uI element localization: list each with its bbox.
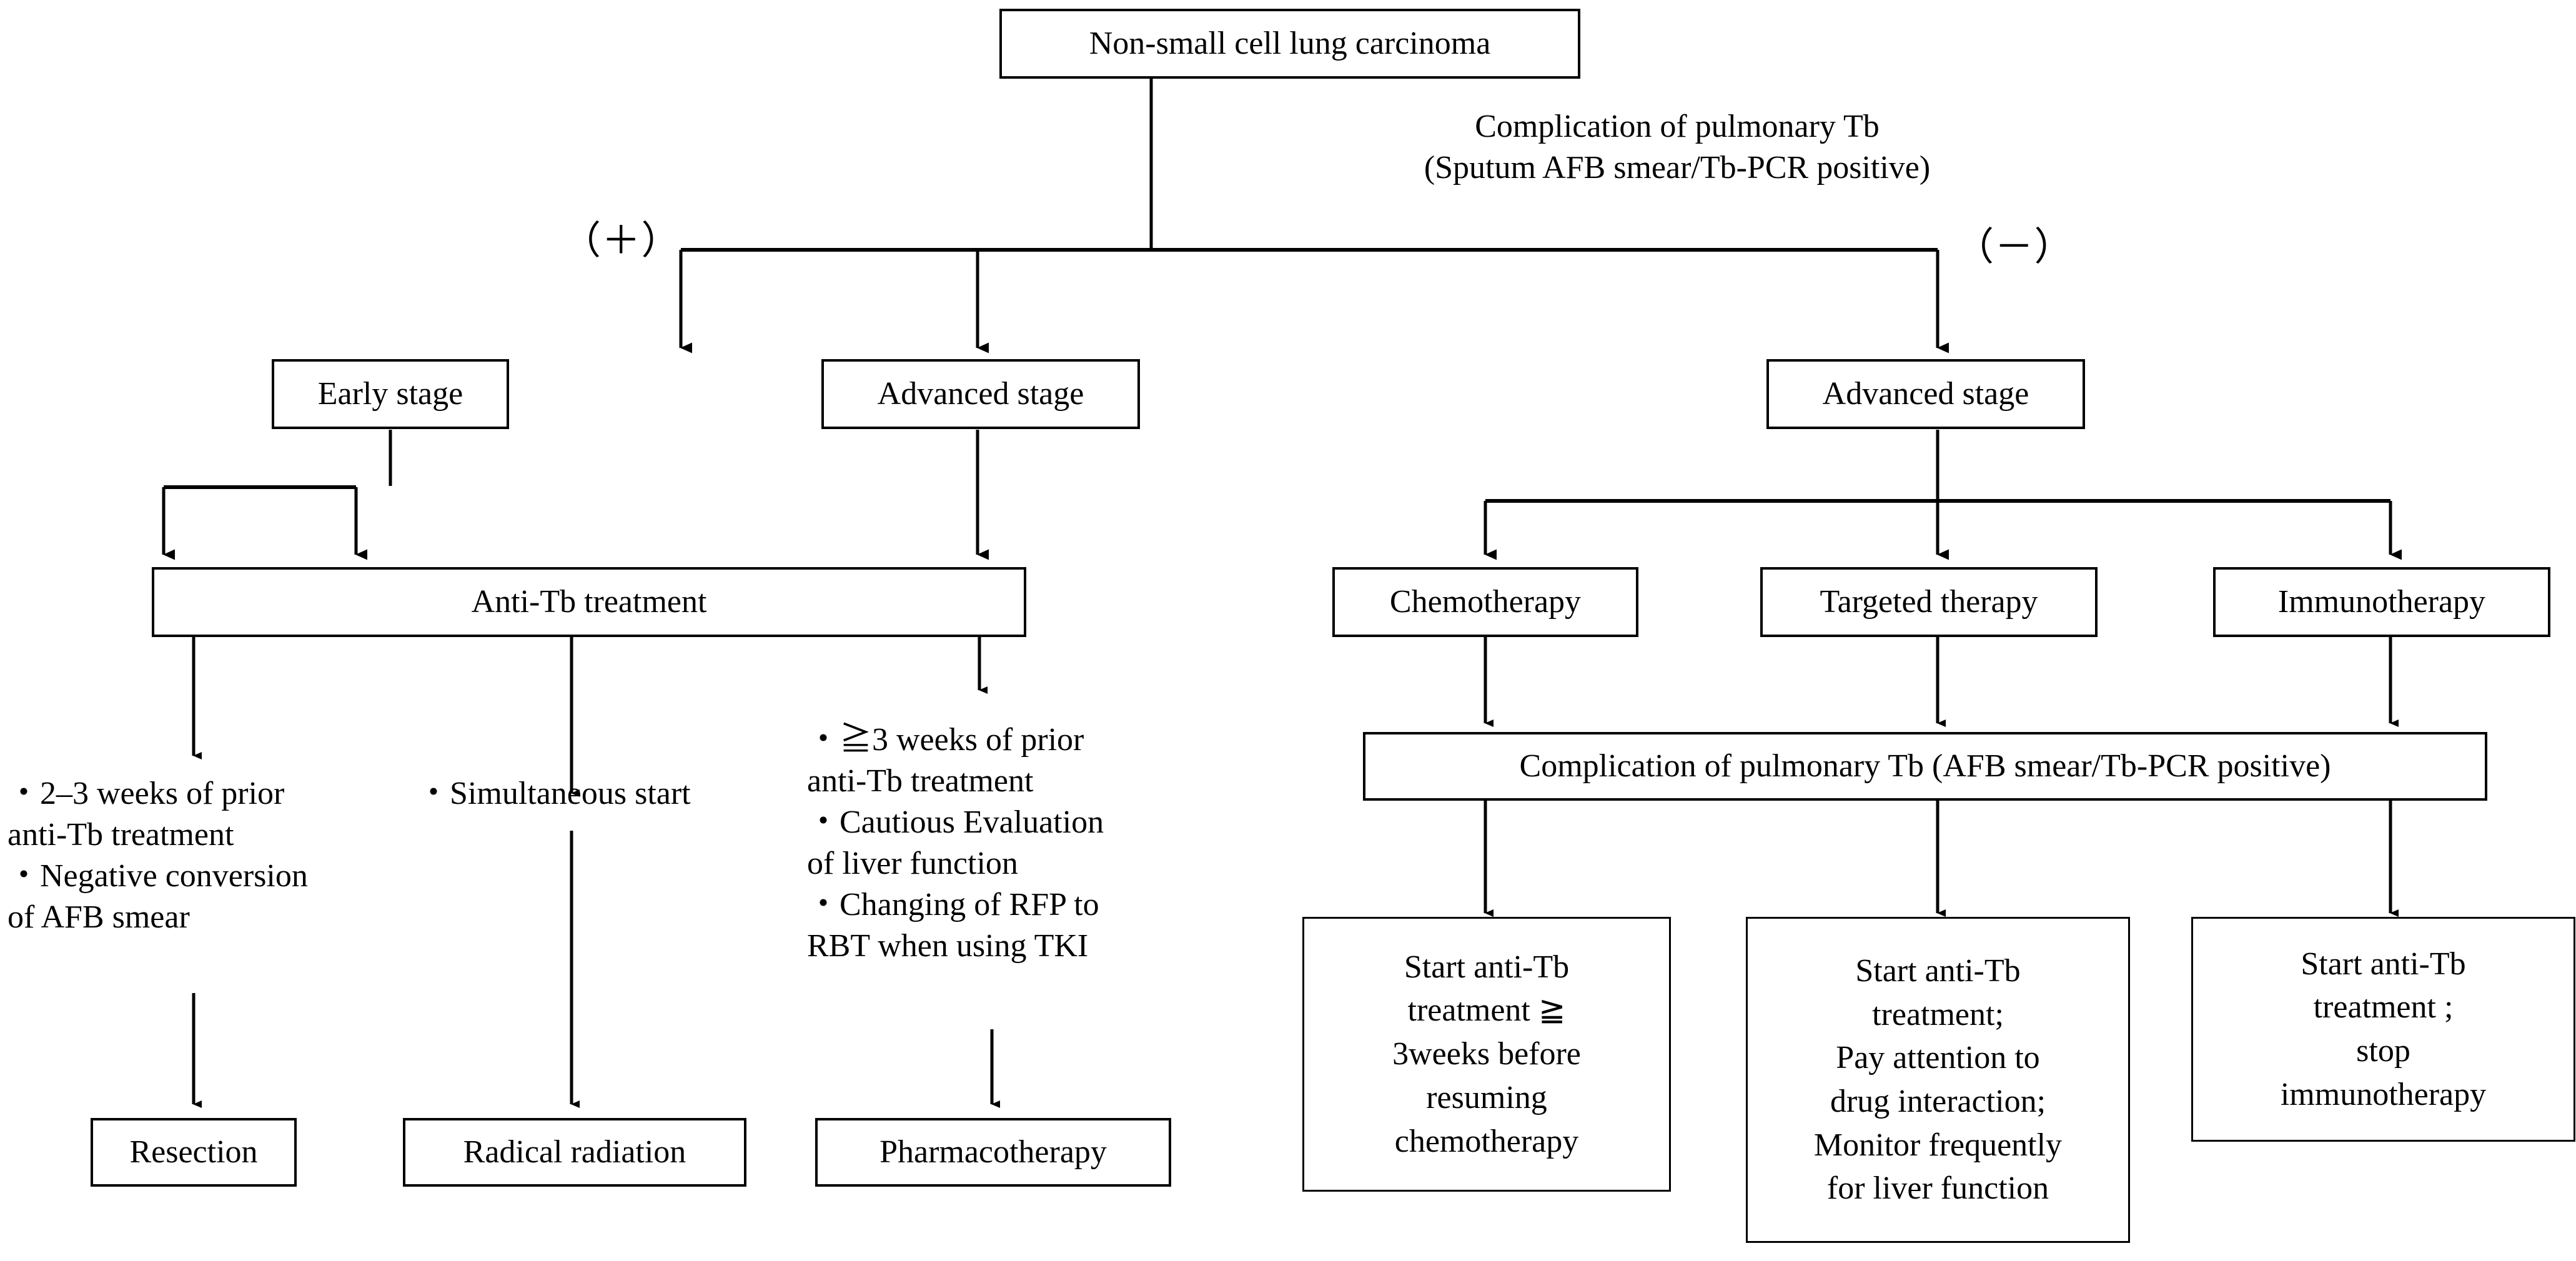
node-early-stage[interactable]: Early stage <box>272 359 509 429</box>
node-pharmacotherapy[interactable]: Pharmacotherapy <box>815 1118 1171 1187</box>
node-targeted-therapy[interactable]: Targeted therapy <box>1760 567 2098 637</box>
node-advanced-stage-right-label: Advanced stage <box>1822 375 2029 412</box>
branch-label-positive: （＋） <box>562 220 681 262</box>
node-anti-tb-treatment-label: Anti-Tb treatment <box>471 583 707 620</box>
node-targeted-therapy-label: Targeted therapy <box>1820 583 2038 620</box>
node-action-chemotherapy-label: Start anti-Tb treatment ≧ 3weeks before … <box>1392 949 1581 1159</box>
node-action-immunotherapy-label: Start anti-Tb treatment ; stop immunothe… <box>2280 946 2487 1112</box>
branch-label-negative: （－） <box>1955 226 2074 269</box>
node-nsclc-title[interactable]: Non-small cell lung carcinoma <box>999 9 1580 79</box>
node-advanced-stage-left-label: Advanced stage <box>877 375 1084 412</box>
node-radical-radiation[interactable]: Radical radiation <box>403 1118 746 1187</box>
node-resection-label: Resection <box>129 1134 258 1170</box>
node-action-chemotherapy[interactable]: Start anti-Tb treatment ≧ 3weeks before … <box>1302 917 1671 1192</box>
node-chemotherapy[interactable]: Chemotherapy <box>1332 567 1638 637</box>
node-action-immunotherapy[interactable]: Start anti-Tb treatment ; stop immunothe… <box>2191 917 2575 1142</box>
branch-condition-note: Complication of pulmonary Tb (Sputum AFB… <box>1424 109 1931 186</box>
node-chemotherapy-label: Chemotherapy <box>1389 583 1582 620</box>
node-radical-radiation-label: Radical radiation <box>463 1134 686 1170</box>
node-pharmacotherapy-label: Pharmacotherapy <box>879 1134 1107 1170</box>
note-resection-criteria: ・2–3 weeks of prior anti-Tb treatment ・N… <box>7 776 308 936</box>
node-complication-pulmonary-tb[interactable]: Complication of pulmonary Tb (AFB smear/… <box>1363 732 2487 801</box>
node-action-targeted-therapy-label: Start anti-Tb treatment; Pay attention t… <box>1813 952 2063 1207</box>
node-anti-tb-treatment[interactable]: Anti-Tb treatment <box>152 567 1026 637</box>
note-radiation-criteria: ・Simultaneous start <box>417 776 691 811</box>
node-complication-pulmonary-tb-label: Complication of pulmonary Tb (AFB smear/… <box>1519 748 2331 784</box>
node-immunotherapy-label: Immunotherapy <box>2277 583 2486 620</box>
node-advanced-stage-left[interactable]: Advanced stage <box>821 359 1140 429</box>
node-immunotherapy[interactable]: Immunotherapy <box>2213 567 2550 637</box>
node-advanced-stage-right[interactable]: Advanced stage <box>1766 359 2085 429</box>
node-nsclc-title-label: Non-small cell lung carcinoma <box>1089 25 1491 61</box>
node-resection[interactable]: Resection <box>91 1118 297 1187</box>
note-pharmacotherapy-criteria: ・≧3 weeks of prior anti-Tb treatment ・Ca… <box>807 722 1104 964</box>
node-action-targeted-therapy[interactable]: Start anti-Tb treatment; Pay attention t… <box>1746 917 2130 1243</box>
node-early-stage-label: Early stage <box>317 375 463 412</box>
